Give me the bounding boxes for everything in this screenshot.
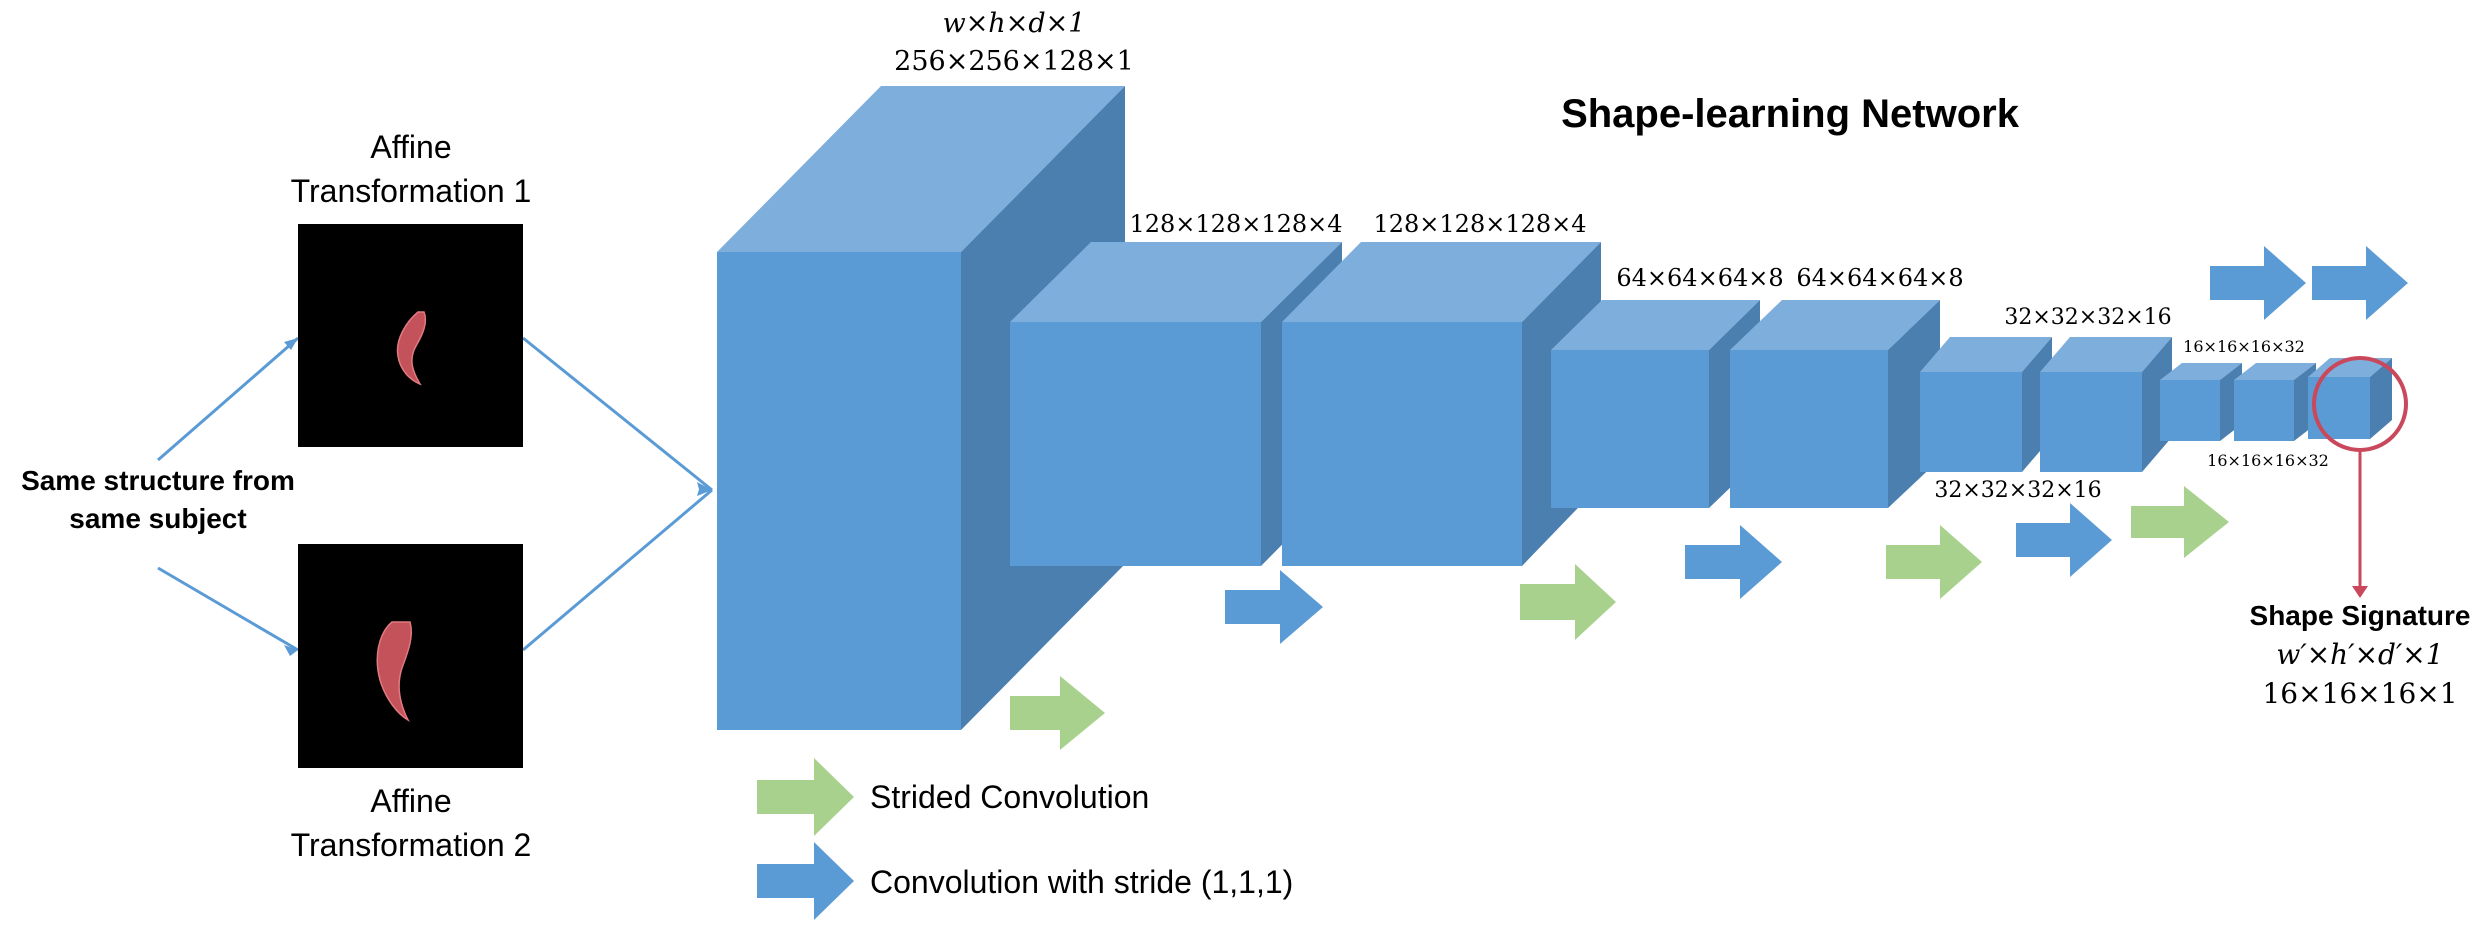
legend: Strided Convolution Convolution with str… — [757, 758, 1293, 920]
block-1-dims-label: 256×256×128×1 — [894, 46, 1134, 77]
transform-2-image — [298, 544, 523, 768]
strided-arrow-3 — [1886, 525, 1982, 599]
input-label-line1: Same structure from — [21, 465, 295, 496]
flow-arrows — [1010, 246, 2408, 750]
block-5-dims-label: 64×64×64×8 — [1796, 264, 1963, 292]
block-8-dims-label: 16×16×16×32 — [2183, 337, 2305, 356]
input-label-line2: same subject — [69, 503, 246, 534]
transform-2-label-line2: Transformation 2 — [291, 827, 532, 863]
block-9-dims-label: 16×16×16×32 — [2207, 451, 2329, 470]
conv-arrow-1 — [1225, 570, 1323, 644]
transform-2-label-line1: Affine — [370, 783, 451, 819]
strided-arrow-2 — [1520, 564, 1616, 640]
block-7 — [2040, 337, 2172, 472]
transform-1-label-line1: Affine — [370, 129, 451, 165]
conv-arrow-4 — [2210, 246, 2306, 320]
block-8 — [2160, 363, 2242, 441]
legend-strided-arrow-icon — [757, 758, 854, 836]
block-4 — [1551, 300, 1760, 508]
connector-arrowheads — [284, 338, 712, 656]
legend-conv-arrow-icon — [757, 842, 854, 920]
block-5 — [1730, 300, 1940, 508]
signature-title: Shape Signature — [2250, 600, 2471, 631]
block-3-dims-label: 128×128×128×4 — [1373, 210, 1586, 238]
transform-2-structure — [376, 621, 413, 722]
block-6 — [1920, 337, 2052, 472]
network-blocks — [717, 86, 2392, 730]
diagram-title: Shape-learning Network — [1561, 92, 2020, 136]
transform-1-label-line2: Transformation 1 — [291, 173, 532, 209]
conv-arrow-5 — [2312, 246, 2408, 320]
input-connectors — [157, 336, 713, 652]
transform-1-structure — [396, 311, 427, 386]
block-7-dims-label: 32×32×32×16 — [1934, 478, 2101, 503]
legend-conv-label: Convolution with stride (1,1,1) — [870, 864, 1293, 900]
strided-arrow-4 — [2131, 486, 2229, 558]
block-2-dims-label: 128×128×128×4 — [1129, 210, 1342, 238]
legend-strided-label: Strided Convolution — [870, 779, 1149, 815]
signature-symbolic-label: w′×h′×d′×1 — [2276, 638, 2443, 671]
block-6-dims-label: 32×32×32×16 — [2004, 305, 2171, 330]
conv-arrow-2 — [1685, 525, 1782, 599]
block-10 — [2308, 358, 2392, 439]
conv-arrow-3 — [2016, 503, 2112, 577]
strided-arrow-1 — [1010, 676, 1105, 750]
block-4-dims-label: 64×64×64×8 — [1616, 264, 1783, 292]
signature-dims-label: 16×16×16×1 — [2262, 677, 2457, 710]
block-9 — [2234, 363, 2316, 441]
signature-pointer-arrowhead — [2352, 586, 2368, 598]
block-1-symbolic-label: w×h×d×1 — [943, 8, 1086, 39]
